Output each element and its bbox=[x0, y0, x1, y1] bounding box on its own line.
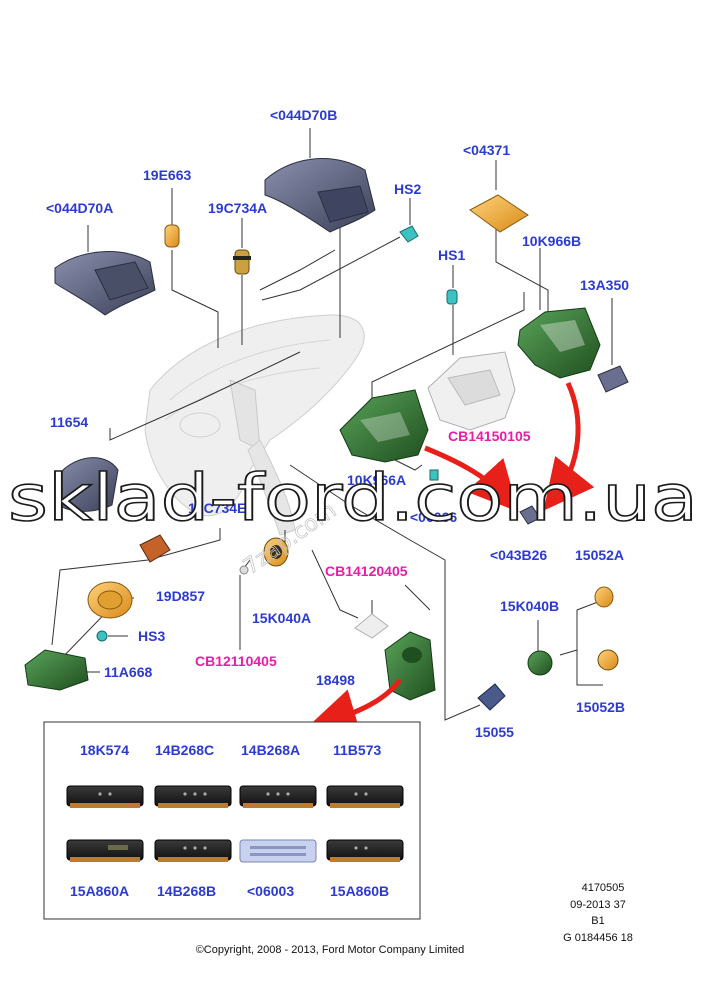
inset-label-14b268a: 14B268A bbox=[241, 742, 300, 758]
switch-panel-15a860a bbox=[66, 839, 144, 862]
part-15052a-bulb bbox=[594, 586, 614, 608]
label-15052b: 15052B bbox=[576, 699, 625, 715]
part-19d857-switch bbox=[87, 581, 133, 619]
part-bulb-small bbox=[239, 565, 249, 575]
part-11654-switch bbox=[54, 457, 119, 512]
part-15k040a-ring bbox=[263, 537, 289, 567]
part-hs1-screw bbox=[446, 289, 458, 305]
label-15k040b: 15K040B bbox=[500, 598, 559, 614]
part-15k040b-ring bbox=[527, 650, 553, 676]
label-10k966a: 10K966A bbox=[347, 472, 406, 488]
switch-panel-15a860b bbox=[326, 839, 404, 862]
part-13a350-module bbox=[597, 365, 629, 393]
label-cb14120405: CB14120405 bbox=[325, 563, 408, 579]
label-043b26: <043B26 bbox=[490, 547, 547, 563]
part-hs2-screw bbox=[399, 225, 419, 243]
label-04371: <04371 bbox=[463, 142, 510, 158]
dashboard-outline bbox=[144, 314, 365, 536]
meta-line2: 09-2013 37 bbox=[570, 899, 626, 911]
inset-label-11b573: 11B573 bbox=[333, 742, 381, 758]
inset-label-18k574: 18K574 bbox=[80, 742, 129, 758]
part-labels: <044D70B <044D70A 19E663 19C734A HS2 <04… bbox=[46, 107, 629, 740]
meta-line1: 4170505 bbox=[582, 882, 625, 894]
switch-panel-14b268a bbox=[239, 785, 317, 808]
part-19c734a-connector bbox=[233, 249, 251, 275]
switch-panel-14b268c bbox=[154, 785, 232, 808]
part-hs3-screw bbox=[96, 630, 108, 642]
meta-line3: B1 bbox=[591, 915, 604, 927]
arrow-to-043b26-from-module bbox=[543, 381, 595, 511]
part-cb14120405-cover bbox=[354, 613, 389, 639]
arrow-to-043b26-from-bezel bbox=[424, 445, 519, 512]
inset-label-15a860a: 15A860A bbox=[70, 883, 129, 899]
part-15055-knob bbox=[477, 683, 506, 711]
inset-label-06003: <06003 bbox=[247, 883, 294, 899]
label-11654: 11654 bbox=[50, 414, 88, 430]
part-15052b-bulb bbox=[597, 649, 619, 671]
label-044d70a: <044D70A bbox=[46, 200, 113, 216]
drawing-meta: 4170505 09-2013 37 B1 G 0184456 18 bbox=[563, 882, 633, 944]
label-19e663: 19E663 bbox=[143, 167, 191, 183]
label-cb14150105: CB14150105 bbox=[448, 428, 531, 444]
inset-label-14b268c: 14B268C bbox=[155, 742, 214, 758]
part-11a668-switch bbox=[24, 649, 89, 691]
part-06066-clip bbox=[429, 469, 439, 481]
switch-panel-18k574 bbox=[66, 785, 144, 808]
inset-box: 18K574 14B268C 14B268A 11B573 bbox=[43, 721, 421, 920]
label-15052a: 15052A bbox=[575, 547, 624, 563]
arrow-to-inset-box bbox=[306, 678, 402, 738]
part-044d70a-upper-panel bbox=[54, 251, 156, 316]
part-04371-pad bbox=[469, 194, 529, 233]
meta-line4: G 0184456 18 bbox=[563, 932, 633, 944]
label-18498: 18498 bbox=[316, 672, 355, 688]
label-10k966b: 10K966B bbox=[522, 233, 581, 249]
part-044d70b-upper-panel bbox=[264, 158, 376, 233]
label-19d857: 19D857 bbox=[156, 588, 205, 604]
leader-lines bbox=[51, 128, 613, 721]
label-15k040a: 15K040A bbox=[252, 610, 311, 626]
label-cb12110405: CB12110405 bbox=[195, 653, 277, 669]
label-044d70b: <044D70B bbox=[270, 107, 337, 123]
inset-label-14b268b: 14B268B bbox=[157, 883, 216, 899]
inset-label-15a860b: 15A860B bbox=[330, 883, 389, 899]
part-10k966a-bezel bbox=[339, 389, 429, 463]
switch-panel-06003 bbox=[239, 839, 317, 863]
label-hs1: HS1 bbox=[438, 247, 465, 263]
label-hs3: HS3 bbox=[138, 628, 165, 644]
switch-panel-14b268b bbox=[154, 839, 232, 862]
label-11a668: 11A668 bbox=[104, 664, 152, 680]
label-06066: <06066 bbox=[410, 509, 457, 525]
part-19e663-bulb bbox=[164, 224, 180, 248]
part-19c734e-connector bbox=[139, 534, 171, 563]
switch-panel-11b573 bbox=[326, 785, 404, 808]
copyright-text: ©Copyright, 2008 - 2013, Ford Motor Comp… bbox=[196, 944, 465, 956]
label-19c734e: 19C734E bbox=[188, 500, 246, 516]
label-19c734a: 19C734A bbox=[208, 200, 267, 216]
label-15055: 15055 bbox=[475, 724, 514, 740]
part-cb14150105-bezel bbox=[427, 351, 516, 431]
part-10k966b-bezel bbox=[517, 307, 601, 379]
label-hs2: HS2 bbox=[394, 181, 421, 197]
part-043b26-bracket bbox=[519, 505, 541, 525]
watermark-main: sklad-ford.com.ua bbox=[8, 462, 698, 536]
label-13a350: 13A350 bbox=[580, 277, 629, 293]
